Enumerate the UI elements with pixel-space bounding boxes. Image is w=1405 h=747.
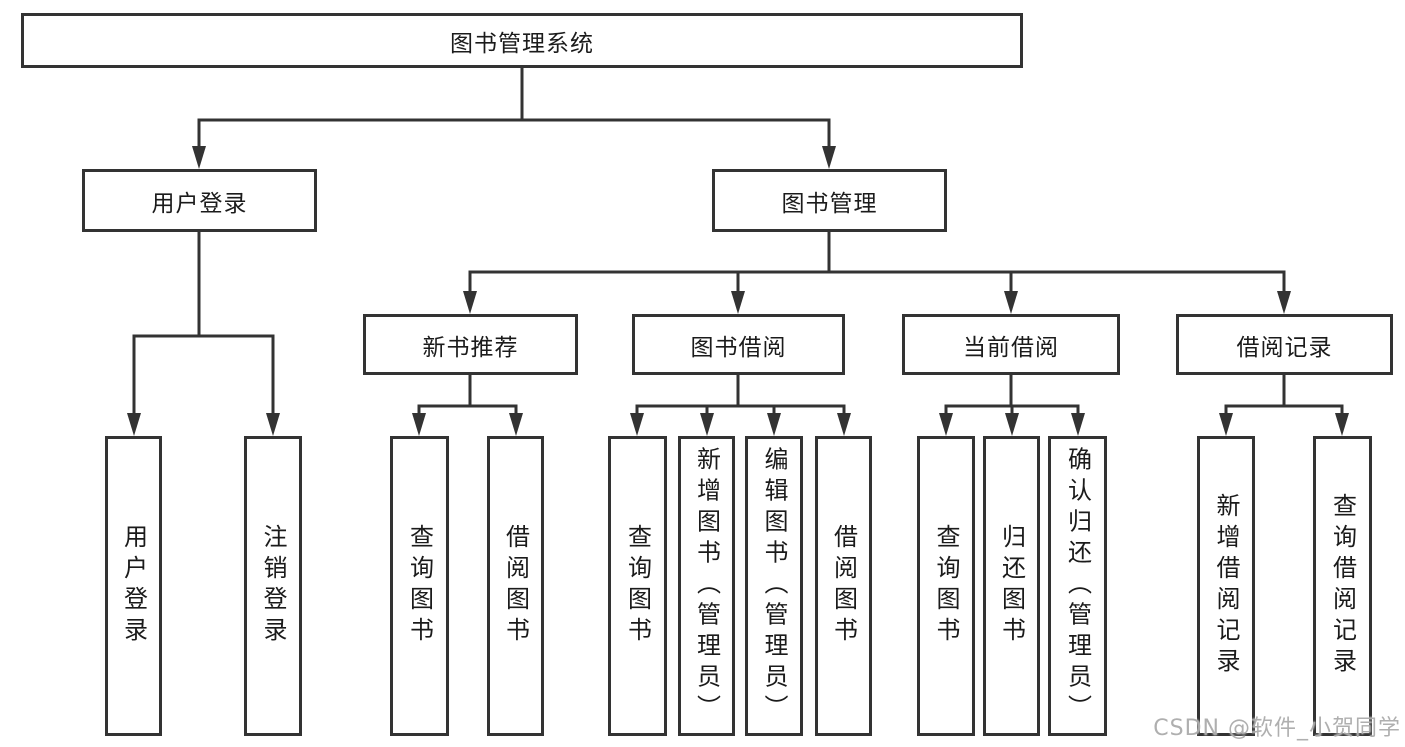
connector-bookborrow-to-leaves bbox=[635, 375, 846, 418]
leaf-label: 用户登录 bbox=[119, 524, 148, 648]
leaf-label: 借阅图书 bbox=[829, 524, 858, 648]
leaf-logout: 注销登录 bbox=[244, 436, 302, 736]
node-current-borrowing: 当前借阅 bbox=[902, 314, 1120, 375]
leaf-label: 归还图书 bbox=[997, 524, 1026, 648]
leaf-label: 查询借阅记录 bbox=[1328, 493, 1357, 679]
leaf-edit-books-admin: 编辑图书（管理员） bbox=[745, 436, 803, 736]
leaf-confirm-return-admin: 确认归还（管理员） bbox=[1048, 436, 1107, 736]
leaf-label: 借阅图书 bbox=[501, 524, 530, 648]
connector-root-to-level2 bbox=[197, 68, 831, 150]
leaf-add-books-admin: 新增图书（管理员） bbox=[678, 436, 735, 736]
node-user-login: 用户登录 bbox=[82, 169, 317, 232]
leaf-label: 新增图书（管理员） bbox=[692, 446, 721, 726]
leaf-borrow-books: 借阅图书 bbox=[815, 436, 872, 736]
leaf-label: 编辑图书（管理员） bbox=[760, 446, 788, 726]
leaf-label: 查询图书 bbox=[932, 524, 960, 648]
csdn-watermark: CSDN @软件_小贺同学 bbox=[1153, 716, 1401, 741]
leaf-label: 查询图书 bbox=[405, 524, 434, 648]
node-borrowing-records: 借阅记录 bbox=[1176, 314, 1393, 375]
leaf-borrow-books-recommend: 借阅图书 bbox=[487, 436, 544, 736]
node-new-book-recommendation: 新书推荐 bbox=[363, 314, 578, 375]
leaf-query-books-borrow: 查询图书 bbox=[608, 436, 667, 736]
leaf-label: 确认归还（管理员） bbox=[1063, 446, 1092, 726]
leaf-return-books: 归还图书 bbox=[983, 436, 1040, 736]
connector-currentborrow-to-leaves bbox=[944, 375, 1080, 418]
connector-userlogin-to-leaves bbox=[132, 232, 275, 418]
leaf-query-books-current: 查询图书 bbox=[917, 436, 975, 736]
node-book-management: 图书管理 bbox=[712, 169, 947, 232]
node-book-borrowing: 图书借阅 bbox=[632, 314, 845, 375]
leaf-label: 注销登录 bbox=[259, 524, 287, 648]
connector-borrowrecord-to-leaves bbox=[1224, 375, 1344, 418]
leaf-label: 查询图书 bbox=[623, 524, 652, 648]
leaf-query-borrow-record: 查询借阅记录 bbox=[1313, 436, 1372, 736]
leaf-label: 新增借阅记录 bbox=[1212, 493, 1240, 679]
leaf-user-login: 用户登录 bbox=[105, 436, 162, 736]
leaf-add-borrow-record: 新增借阅记录 bbox=[1197, 436, 1255, 736]
connector-newbook-to-leaves bbox=[417, 375, 518, 418]
arrowheads bbox=[127, 146, 1349, 436]
connector-bookmgmt-to-level3 bbox=[468, 232, 1286, 295]
node-library-management-system: 图书管理系统 bbox=[21, 13, 1023, 68]
leaf-query-books-recommend: 查询图书 bbox=[390, 436, 449, 736]
